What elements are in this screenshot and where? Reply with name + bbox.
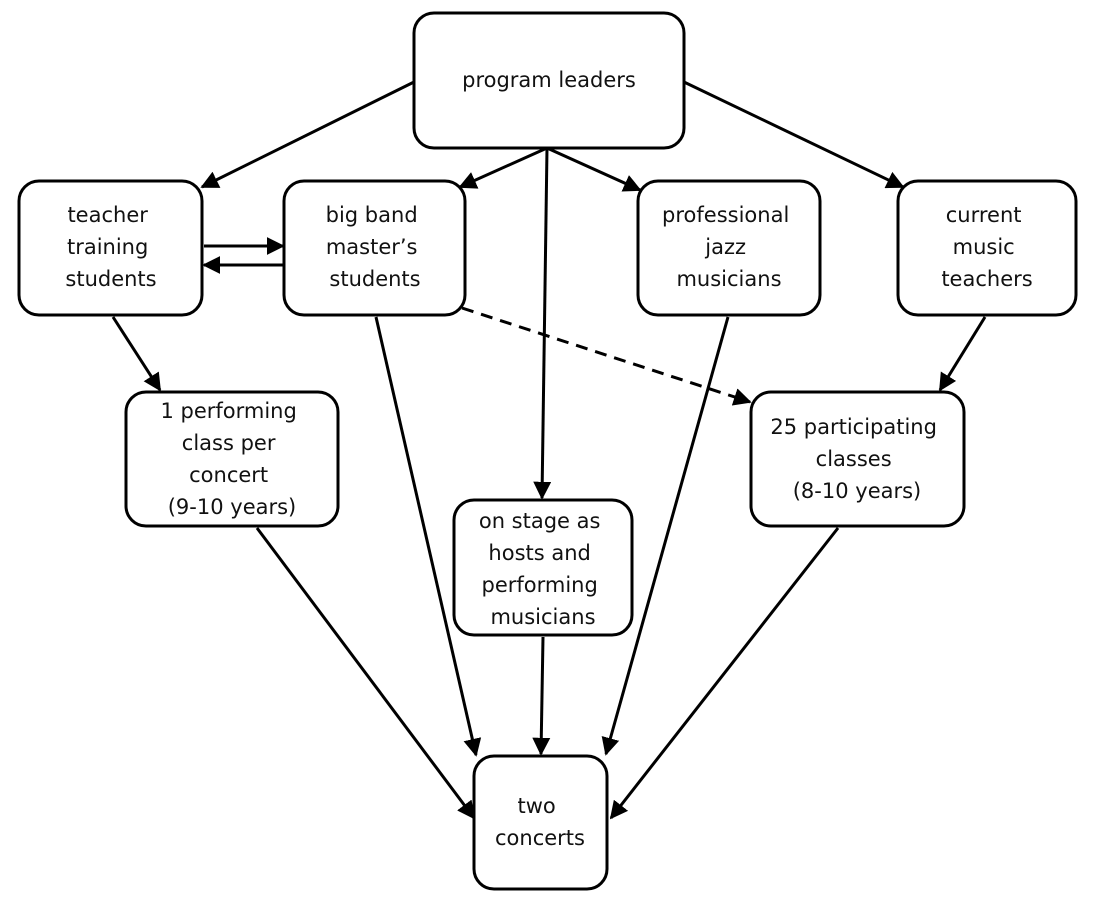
big-band-masters-students-label: big band master’s students <box>326 203 425 291</box>
on-stage-box: on stage as hosts and performing musicia… <box>452 498 634 637</box>
teacher-training-students-box: teacher training students <box>17 179 204 317</box>
professional-jazz-musicians-box: professional jazz musicians <box>636 179 822 317</box>
current-music-teachers-label: current music teachers <box>941 203 1032 291</box>
participating-classes-box: 25 participating classes (8-10 years) <box>749 390 966 528</box>
edge-program-leaders-to-big-band <box>458 146 548 189</box>
edge-pro-jazz-to-concerts <box>601 316 730 756</box>
edge-program-leaders-to-teacher-training <box>200 80 415 189</box>
performing-class-box: 1 performing class per concert (9-10 yea… <box>124 390 340 528</box>
professional-jazz-musicians-label: professional jazz musicians <box>662 203 796 291</box>
participating-classes-label: 25 participating classes (8-10 years) <box>770 415 943 503</box>
nodes-layer: program leaders teacher training student… <box>17 11 1078 891</box>
edge-big-band-to-concerts <box>374 316 482 757</box>
current-music-teachers-box: current music teachers <box>896 179 1078 317</box>
edge-program-leaders-to-music-teachers <box>683 80 905 189</box>
edge-program-leaders-to-pro-jazz <box>546 146 642 192</box>
two-concerts-label: two concerts <box>495 794 585 850</box>
program-leaders-box: program leaders <box>412 11 686 150</box>
edge-on-stage-to-concerts <box>532 636 551 756</box>
big-band-masters-students-box: big band master’s students <box>282 179 467 317</box>
edge-big-band-to-participating <box>461 306 752 406</box>
edge-participating-to-concerts <box>609 527 840 820</box>
edge-teacher-training-to-performing-class <box>111 316 162 392</box>
edges-layer <box>111 80 987 820</box>
performing-class-label: 1 performing class per concert (9-10 yea… <box>160 399 303 519</box>
edge-music-teachers-to-participating <box>938 316 987 392</box>
edge-performing-class-to-concerts <box>255 527 476 820</box>
teacher-training-students-label: teacher training students <box>65 203 156 291</box>
edge-program-leaders-to-on-stage <box>533 147 552 500</box>
two-concerts-box: two concerts <box>472 754 609 891</box>
on-stage-label: on stage as hosts and performing musicia… <box>479 509 607 629</box>
program-leaders-label: program leaders <box>462 68 636 92</box>
